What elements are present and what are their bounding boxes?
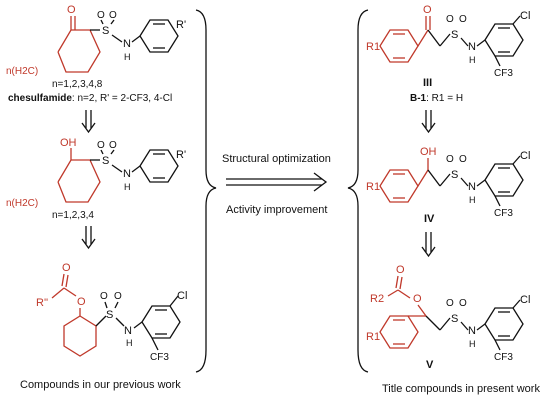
compound-label-IV: IV	[424, 213, 435, 225]
right-bracket	[347, 9, 369, 373]
cyclohexane-ring	[63, 315, 97, 357]
left-compound-1: O n(H2C) S O O N H R' n=1,2,3,4,8 chesul…	[6, 4, 186, 104]
compound-label-V: V	[426, 359, 434, 371]
nitrogen-label: N	[123, 38, 131, 50]
sulfur-label: S	[102, 25, 109, 37]
ketone-oxygen-III: O	[423, 4, 432, 16]
structural-optimization-label: Structural optimization	[222, 153, 331, 165]
sulfonyl-oxygen-3: O	[97, 140, 105, 151]
sulfur-label-2: S	[102, 155, 109, 167]
nh-hydrogen-IV: H	[469, 195, 476, 205]
chain-label-2: n(H2C)	[6, 198, 38, 209]
phenyl-ring	[139, 19, 179, 53]
chlorine-label: Cl	[177, 290, 187, 302]
chlorine-IV: Cl	[520, 150, 530, 162]
cf3-label: CF3	[150, 352, 169, 363]
sulfonyl-oxygen-III-2: O	[459, 14, 467, 25]
sulfonyl-oxygen-IV-1: O	[446, 154, 454, 165]
sulfur-IV: S	[451, 169, 458, 181]
left-caption: Compounds in our previous work	[20, 379, 181, 391]
cf3-III: CF3	[494, 68, 513, 79]
down-arrow-1	[81, 110, 96, 134]
right-caption: Title compounds in present work	[382, 383, 540, 395]
chlorine-V: Cl	[520, 294, 530, 306]
sulfonyl-oxygen-1: O	[97, 10, 105, 21]
cycloalkanol-ring	[57, 159, 101, 203]
nitrogen-III: N	[468, 41, 476, 53]
carbonyl-oxygen-label: O	[62, 262, 71, 274]
r-double-prime-label: R''	[36, 297, 48, 309]
nh-hydrogen-label-2: H	[124, 182, 131, 192]
sulfonyl-oxygen-6: O	[114, 291, 122, 302]
sulfonyl-oxygen-IV-2: O	[459, 154, 467, 165]
left-compound-2: OH n(H2C) S O O N H R' n=1,2,3,4	[6, 137, 186, 221]
ester-oxygen-label: O	[77, 296, 86, 308]
chloro-trifluoromethyl-phenyl-V	[484, 307, 524, 341]
aryl-ring-IV	[379, 169, 419, 203]
nitrogen-label-3: N	[124, 325, 132, 337]
ketone-oxygen-label: O	[67, 4, 76, 16]
aryl-ring-III	[379, 29, 419, 63]
compound-III: R1 O S O O N H Cl CF3 III B-1: R1 = H	[366, 4, 530, 104]
forward-arrow	[226, 172, 328, 192]
sulfonyl-oxygen-2: O	[109, 10, 117, 21]
cycloalkanone-ring	[57, 29, 101, 73]
chlorine-III: Cl	[520, 10, 530, 22]
nh-hydrogen-label: H	[124, 52, 131, 62]
ester-oxygen-V: O	[413, 293, 422, 305]
sulfonyl-oxygen-III-1: O	[446, 14, 454, 25]
r-prime-label: R'	[176, 19, 186, 31]
phenyl-ring-2	[139, 149, 179, 183]
sulfur-V: S	[451, 313, 458, 325]
nh-hydrogen-III: H	[469, 55, 476, 65]
r-prime-label-2: R'	[176, 149, 186, 161]
compound-IV: R1 OH S O O N H Cl CF3 IV	[366, 146, 530, 225]
r1-label-IV: R1	[366, 181, 380, 193]
nh-hydrogen-label-3: H	[126, 338, 133, 348]
chloro-trifluoromethyl-phenyl-III	[484, 23, 524, 57]
chain-label: n(H2C)	[6, 66, 38, 77]
nitrogen-label-2: N	[123, 168, 131, 180]
nitrogen-IV: N	[468, 181, 476, 193]
r1-label-III: R1	[366, 41, 380, 53]
sulfonyl-oxygen-V-1: O	[446, 298, 454, 309]
carbonyl-oxygen-V: O	[396, 264, 405, 276]
r2-label-V: R2	[370, 293, 384, 305]
sulfur-label-3: S	[106, 309, 113, 321]
compound-label-III: III	[423, 77, 432, 89]
sulfonyl-oxygen-V-2: O	[459, 298, 467, 309]
compound-V: O R2 O R1 S O O N H Cl CF3 V	[366, 264, 530, 371]
down-arrow-3	[421, 110, 436, 134]
aryl-ring-V	[379, 315, 419, 349]
nh-hydrogen-V: H	[469, 339, 476, 349]
n-values-1: n=1,2,3,4,8	[52, 79, 103, 90]
hydroxyl-label: OH	[60, 137, 77, 149]
down-arrow-2	[81, 226, 96, 250]
cf3-IV: CF3	[494, 208, 513, 219]
chloro-trifluoromethyl-phenyl-IV	[484, 163, 524, 197]
sulfonyl-oxygen-5: O	[100, 291, 108, 302]
b1-label: B-1: R1 = H	[410, 93, 463, 104]
chesulfamide-label: chesulfamide: n=2, R' = 2-CF3, 4-Cl	[8, 93, 172, 104]
n-values-2: n=1,2,3,4	[52, 210, 94, 221]
left-compound-3: O R'' O S O O N H Cl CF3	[36, 262, 187, 363]
sulfonyl-oxygen-4: O	[109, 140, 117, 151]
cf3-V: CF3	[494, 352, 513, 363]
activity-improvement-label: Activity improvement	[226, 204, 327, 216]
nitrogen-V: N	[468, 325, 476, 337]
sulfur-III: S	[451, 29, 458, 41]
down-arrow-4	[421, 232, 436, 258]
hydroxyl-IV: OH	[420, 146, 437, 158]
chloro-trifluoromethyl-phenyl-ring	[141, 305, 181, 339]
r1-label-V: R1	[366, 331, 380, 343]
left-bracket	[195, 9, 217, 373]
